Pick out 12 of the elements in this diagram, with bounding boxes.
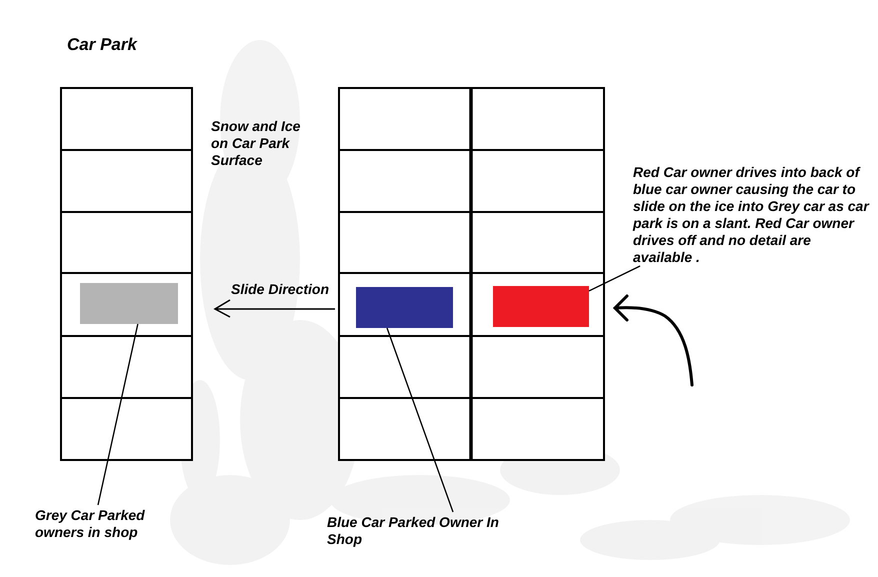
annotation-text: Slide Direction [231, 281, 330, 298]
callout-text: Red Car owner drives into back of blue car owner causing the car to slide on the ice into Grey car as car park is on a slant. Red Car owner drives off and no detail are available . [633, 164, 869, 266]
leader-line [97, 324, 138, 506]
car-shape [356, 287, 453, 328]
title: Car Park [67, 35, 137, 55]
callout-text: Grey Car Parked owners in shop [35, 507, 185, 541]
car-shape [80, 283, 178, 324]
callout-text: Blue Car Parked Owner In Shop [327, 514, 507, 548]
leader-line [386, 328, 454, 512]
car-shape [493, 286, 589, 327]
leader-line [588, 265, 640, 292]
annotation-text: Snow and Ice on Car Park Surface [211, 118, 302, 169]
